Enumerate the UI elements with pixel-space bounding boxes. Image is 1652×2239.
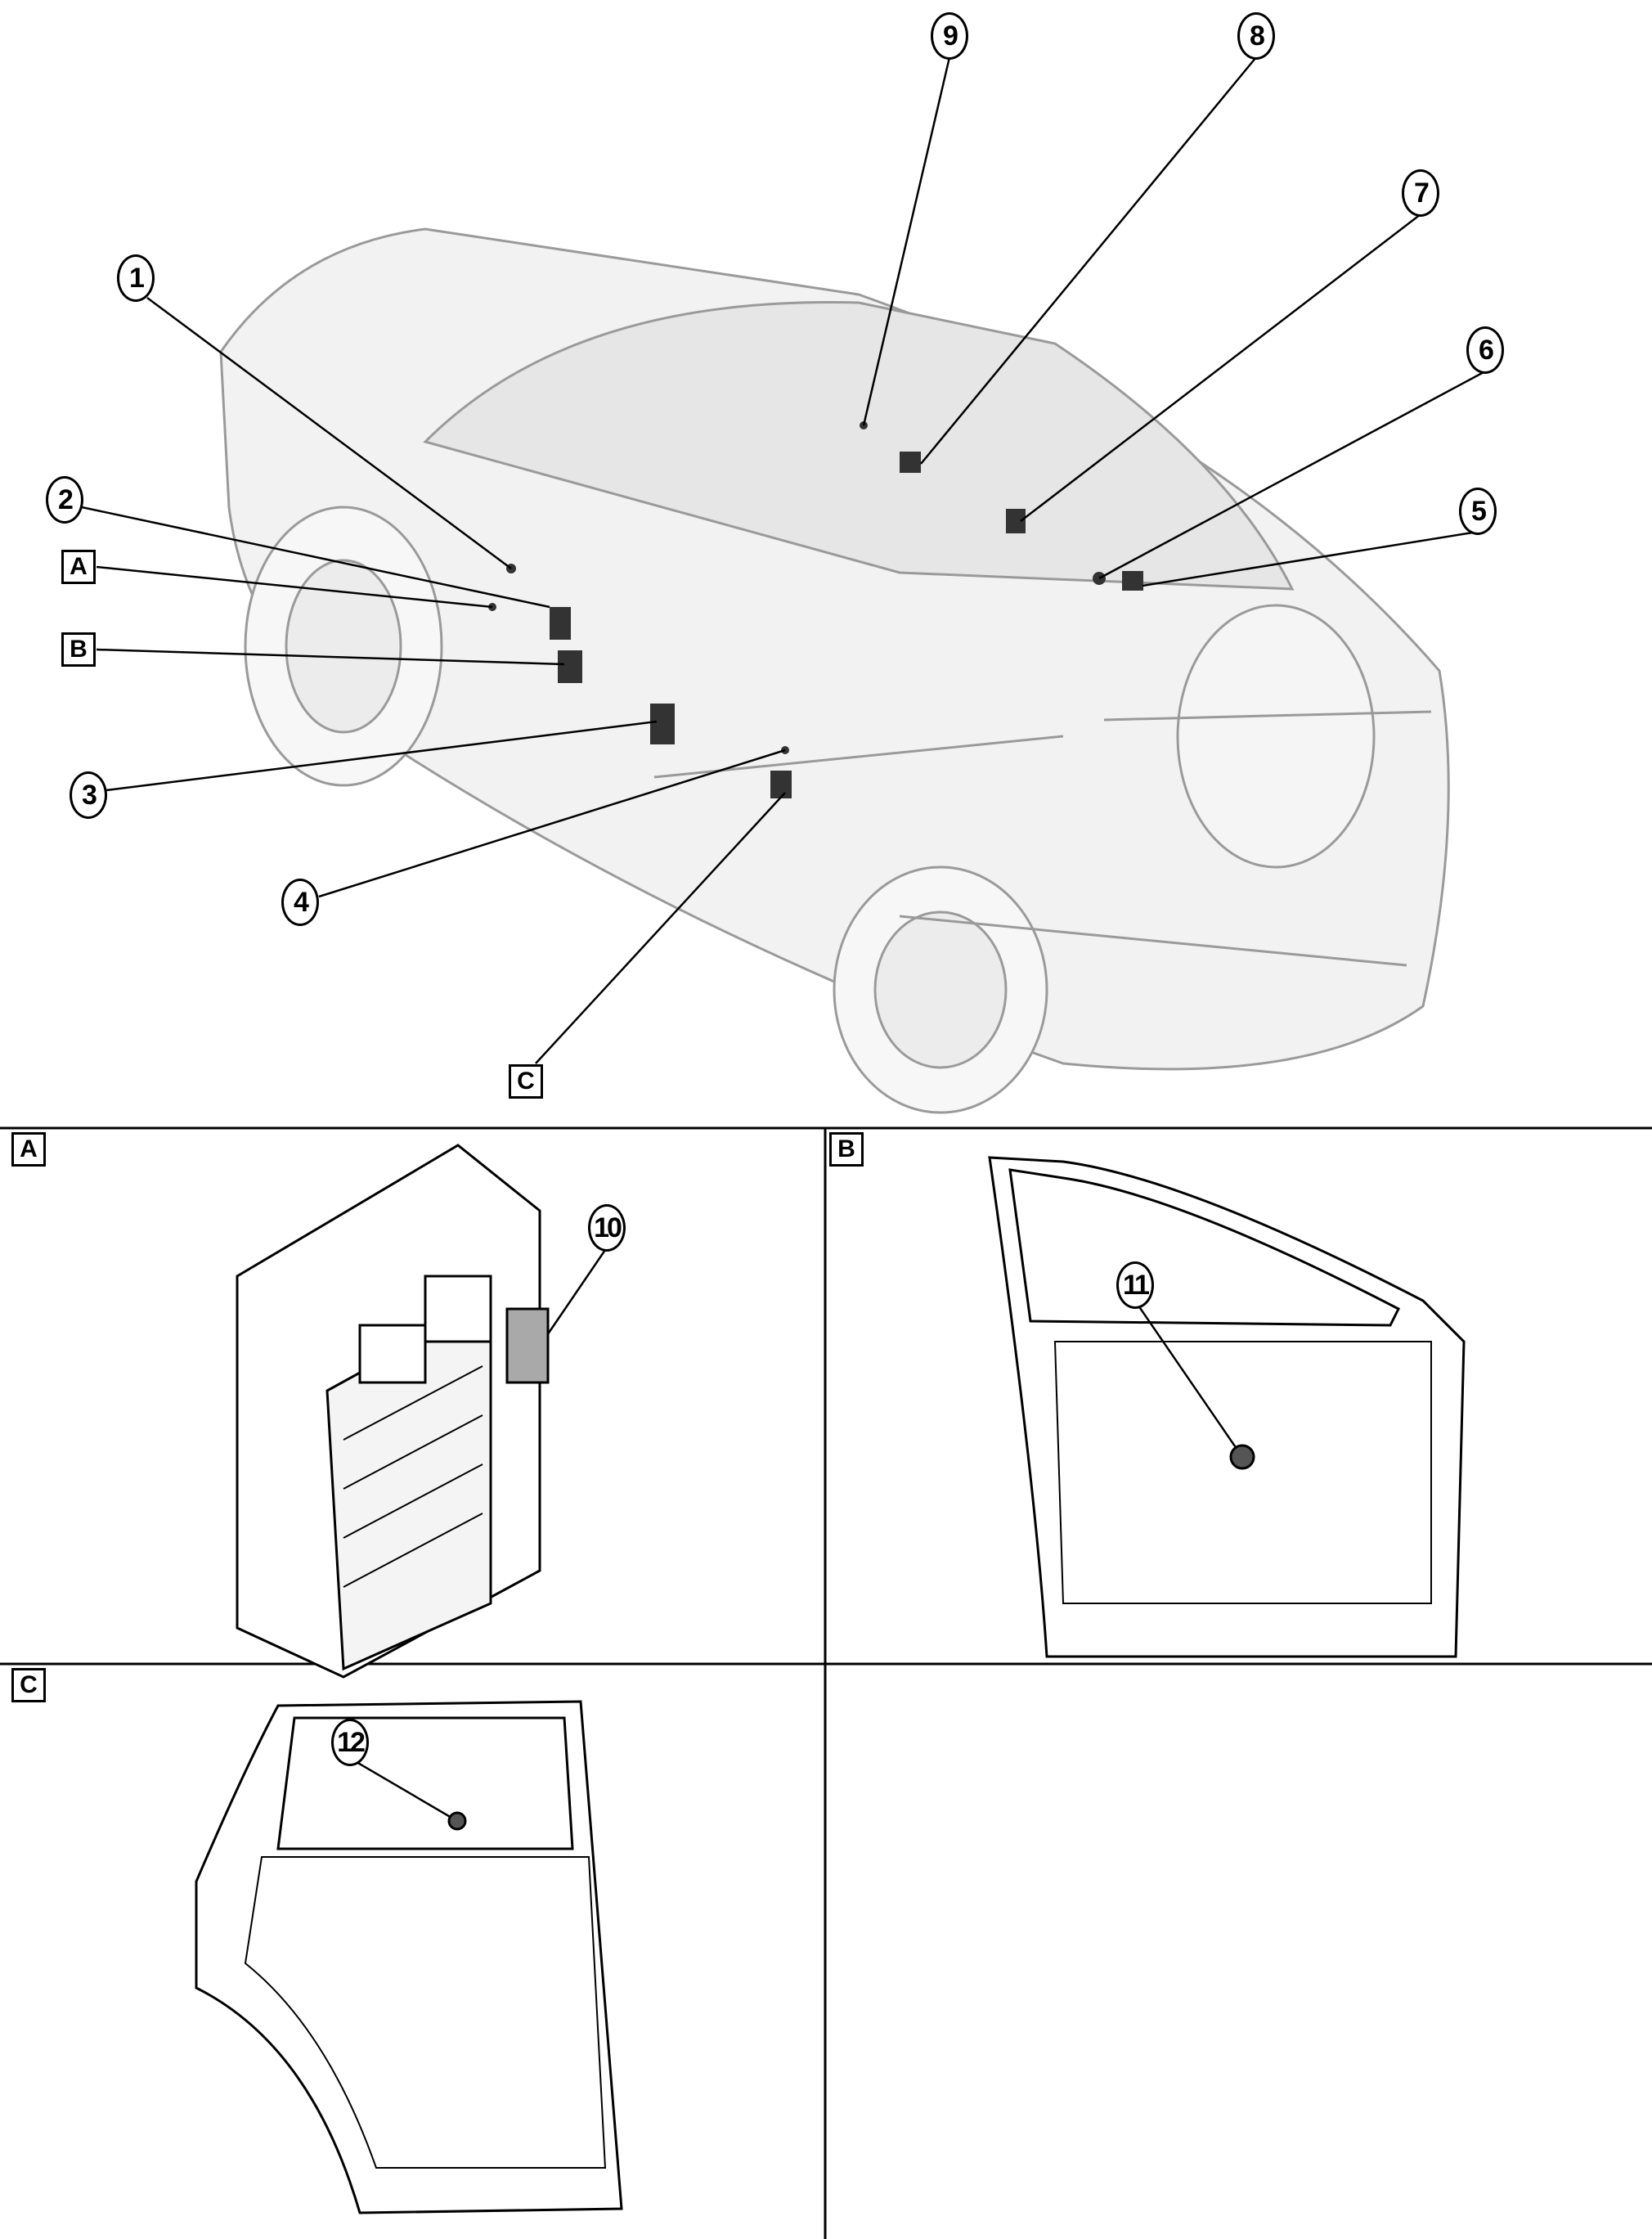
junction-box-illustration bbox=[236, 1144, 550, 1679]
view-label-b-pointer: B bbox=[61, 632, 96, 667]
callout-12: 12 bbox=[331, 1719, 369, 1766]
callout-7: 7 bbox=[1402, 169, 1439, 217]
rear-door-illustration bbox=[195, 1700, 623, 2214]
callout-2: 2 bbox=[46, 476, 83, 524]
callout-11: 11 bbox=[1116, 1261, 1154, 1309]
panel-b-label: B bbox=[829, 1132, 864, 1167]
callout-5: 5 bbox=[1459, 488, 1497, 535]
panel-a-label: A bbox=[11, 1132, 46, 1167]
front-door-illustration bbox=[988, 1156, 1466, 1658]
callout-1: 1 bbox=[117, 254, 155, 302]
callout-3: 3 bbox=[70, 771, 107, 819]
leader-lines bbox=[81, 56, 1486, 1823]
panel-grid bbox=[0, 1126, 1652, 2239]
callout-9: 9 bbox=[931, 12, 968, 60]
callout-8: 8 bbox=[1237, 12, 1275, 60]
view-label-c-pointer: C bbox=[509, 1064, 543, 1099]
view-label-a-pointer: A bbox=[61, 550, 96, 584]
callout-10: 10 bbox=[588, 1204, 626, 1252]
callout-4: 4 bbox=[281, 879, 319, 926]
vehicle-illustration bbox=[219, 227, 1450, 1114]
component-markers bbox=[488, 421, 1143, 798]
panel-c-label: C bbox=[11, 1668, 46, 1702]
callout-6: 6 bbox=[1466, 326, 1504, 374]
